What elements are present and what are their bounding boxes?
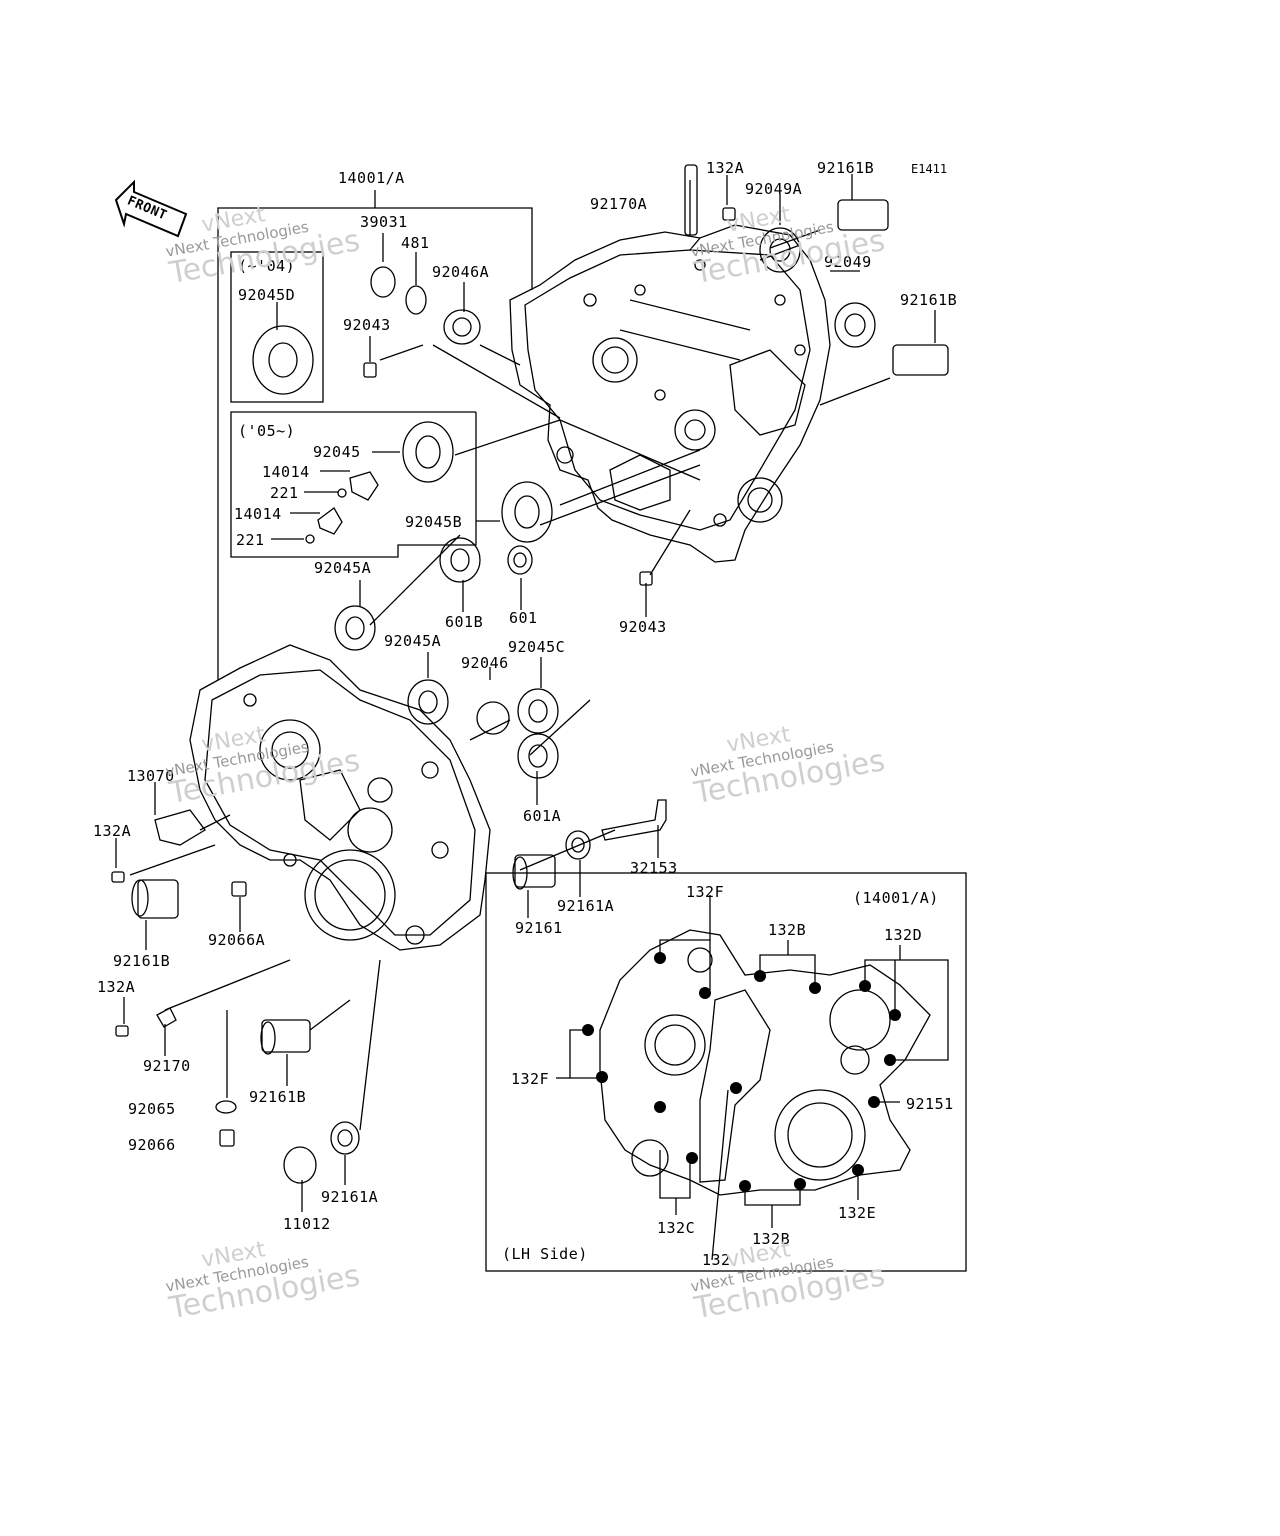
label-92046: 92046 [461,654,509,672]
label-132e: 132E [838,1204,877,1222]
label-92043-upper: 92043 [343,316,391,334]
label-14014-b: 14014 [234,505,282,523]
label-92170: 92170 [143,1057,191,1075]
bearings [252,227,876,1155]
label-92161b-2: 92161B [249,1088,307,1106]
label-481: 481 [401,234,430,252]
label-132b-2: 132B [752,1230,791,1248]
label-14014-a: 14014 [262,463,310,481]
label-lh-side: (LH Side) [502,1245,588,1263]
lh-side-bolt-dots [582,952,901,1192]
label-92045a-2: 92045A [384,632,442,650]
label-39031: 39031 [360,213,408,231]
label-92161b-4: 92161B [900,291,958,309]
label-601b: 601B [445,613,484,631]
lh-side-crankcase [599,929,931,1196]
label-92161: 92161 [515,919,563,937]
crankcase-lh-half [189,644,491,951]
label-132f-1: 132F [686,883,725,901]
label-92045a-1: 92045A [314,559,372,577]
label-92161a-1: 92161A [321,1188,379,1206]
label-13070: 13070 [127,767,175,785]
label-132a-1: 132A [93,822,132,840]
label-92045b: 92045B [405,513,463,531]
diagram-code: E1411 [911,162,948,176]
label-132d: 132D [884,926,923,944]
label-92066: 92066 [128,1136,176,1154]
label-92049a: 92049A [745,180,803,198]
label-92151: 92151 [906,1095,954,1113]
label-601a: 601A [523,807,562,825]
front-arrow-icon [114,179,188,238]
label-92045c: 92045C [508,638,566,656]
label-132b-1: 132B [768,921,807,939]
label-92066a: 92066A [208,931,266,949]
label-221-a: 221 [270,484,299,502]
lh-side-leaders [556,895,949,1261]
label-92045d: 92045D [238,286,296,304]
label-601: 601 [509,609,538,627]
label-11012: 11012 [283,1215,331,1233]
label-92043-lower: 92043 [619,618,667,636]
label-132c: 132C [657,1219,696,1237]
label-132a-3: 132A [706,159,745,177]
label-32153: 32153 [630,859,678,877]
label-132: 132 [702,1251,731,1269]
label-92161b-1: 92161B [113,952,171,970]
label-05: ('05~) [238,422,296,440]
crankcase-rh-half [509,224,831,563]
label-92065: 92065 [128,1100,176,1118]
label-04: (~'04) [238,257,296,275]
label-14001a: 14001/A [338,169,405,187]
label-132a-2: 132A [97,978,136,996]
label-92045: 92045 [313,443,361,461]
label-92046a: 92046A [432,263,490,281]
label-92049: 92049 [824,253,872,271]
label-221-b: 221 [236,531,265,549]
label-92161a-2: 92161A [557,897,615,915]
label-92161b-3: 92161B [817,159,875,177]
frame-lines [115,174,967,1272]
label-132f-2: 132F [511,1070,550,1088]
label-92170a: 92170A [590,195,648,213]
small-parts [111,164,949,1184]
label-14001a-box: (14001/A) [853,889,939,907]
